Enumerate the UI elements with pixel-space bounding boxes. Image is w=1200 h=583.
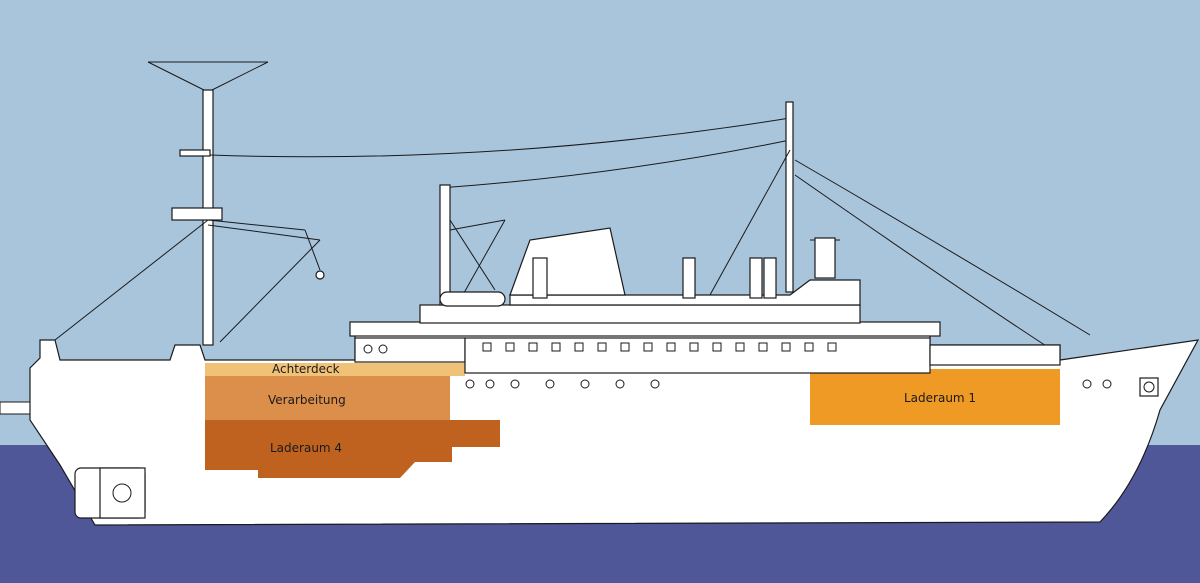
superstructure bbox=[349, 279, 1061, 374]
porthole bbox=[1082, 379, 1092, 389]
porthole bbox=[545, 379, 555, 389]
cabin-window bbox=[712, 342, 722, 352]
label-laderaum1: Laderaum 1 bbox=[904, 391, 976, 405]
cabin-window bbox=[781, 342, 791, 352]
porthole bbox=[485, 379, 495, 389]
porthole bbox=[363, 344, 373, 354]
cabin-window bbox=[551, 342, 561, 352]
cabin-window bbox=[482, 342, 492, 352]
cabin-window bbox=[597, 342, 607, 352]
aft-mast bbox=[54, 61, 325, 346]
propeller-well bbox=[74, 467, 146, 519]
porthole bbox=[650, 379, 660, 389]
pier bbox=[0, 401, 31, 415]
label-laderaum4: Laderaum 4 bbox=[270, 441, 342, 455]
cabin-window bbox=[804, 342, 814, 352]
porthole bbox=[615, 379, 625, 389]
cargo-crane bbox=[439, 184, 506, 307]
cabin-window bbox=[758, 342, 768, 352]
cabin-window bbox=[666, 342, 676, 352]
ventilators bbox=[532, 257, 777, 299]
compartment-achterdeck bbox=[205, 363, 465, 376]
porthole bbox=[465, 379, 475, 389]
porthole bbox=[1102, 379, 1112, 389]
porthole bbox=[580, 379, 590, 389]
cabin-window bbox=[735, 342, 745, 352]
cabin-window bbox=[689, 342, 699, 352]
cabin-window bbox=[827, 342, 837, 352]
porthole bbox=[378, 344, 388, 354]
forward-mast bbox=[709, 101, 840, 296]
porthole bbox=[510, 379, 520, 389]
bow-emblem bbox=[1139, 377, 1159, 397]
windows bbox=[363, 342, 1112, 389]
cabin-window bbox=[528, 342, 538, 352]
label-verarbeitung: Verarbeitung bbox=[268, 393, 346, 407]
compartment-verarbeitung bbox=[205, 376, 450, 420]
compartment-laderaum4 bbox=[205, 420, 500, 478]
cabin-window bbox=[620, 342, 630, 352]
compartments bbox=[205, 363, 1060, 478]
rigging-wires bbox=[209, 117, 1091, 356]
label-achterdeck: Achterdeck bbox=[272, 362, 340, 376]
compartment-laderaum1 bbox=[810, 369, 1060, 425]
cabin-window bbox=[574, 342, 584, 352]
cabin-window bbox=[643, 342, 653, 352]
cabin-window bbox=[505, 342, 515, 352]
